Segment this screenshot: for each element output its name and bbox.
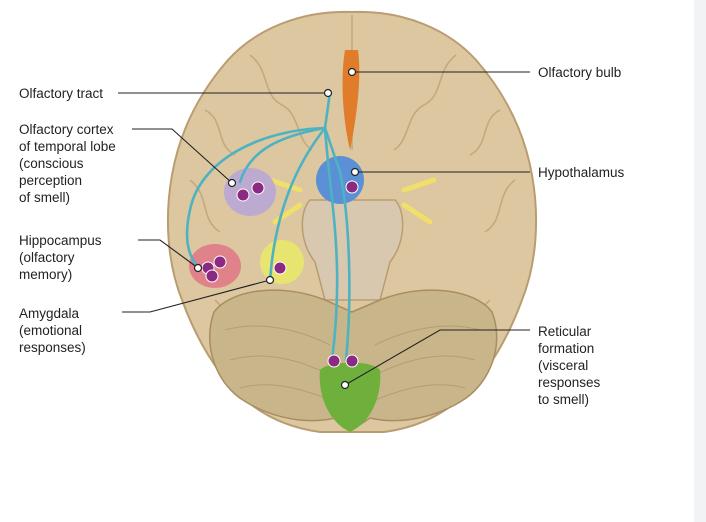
cortex-region	[224, 168, 276, 216]
label-amygdala: Amygdala (emotional responses)	[19, 306, 86, 355]
label-olfactory-bulb: Olfactory bulb	[538, 65, 622, 80]
page-edge-strip	[694, 0, 706, 522]
olfactory-pathways	[185, 90, 351, 362]
label-olfactory-cortex: Olfactory cortex of temporal lobe (consc…	[19, 122, 116, 205]
leader-dots	[193, 67, 360, 390]
cerebellum-folia	[224, 325, 481, 401]
olfactory-bulb-region	[342, 50, 360, 150]
label-olfactory-tract: Olfactory tract	[19, 86, 104, 101]
label-hippocampus: Hippocampus (olfactory memory)	[19, 233, 102, 282]
synapses	[201, 180, 359, 368]
reticular-region	[319, 362, 381, 432]
hypothalamus-region	[316, 156, 364, 204]
label-hypothalamus: Hypothalamus	[538, 165, 625, 180]
label-reticular-formation: Reticular formation (visceral responses …	[538, 324, 601, 407]
leader-lines	[118, 71, 530, 386]
